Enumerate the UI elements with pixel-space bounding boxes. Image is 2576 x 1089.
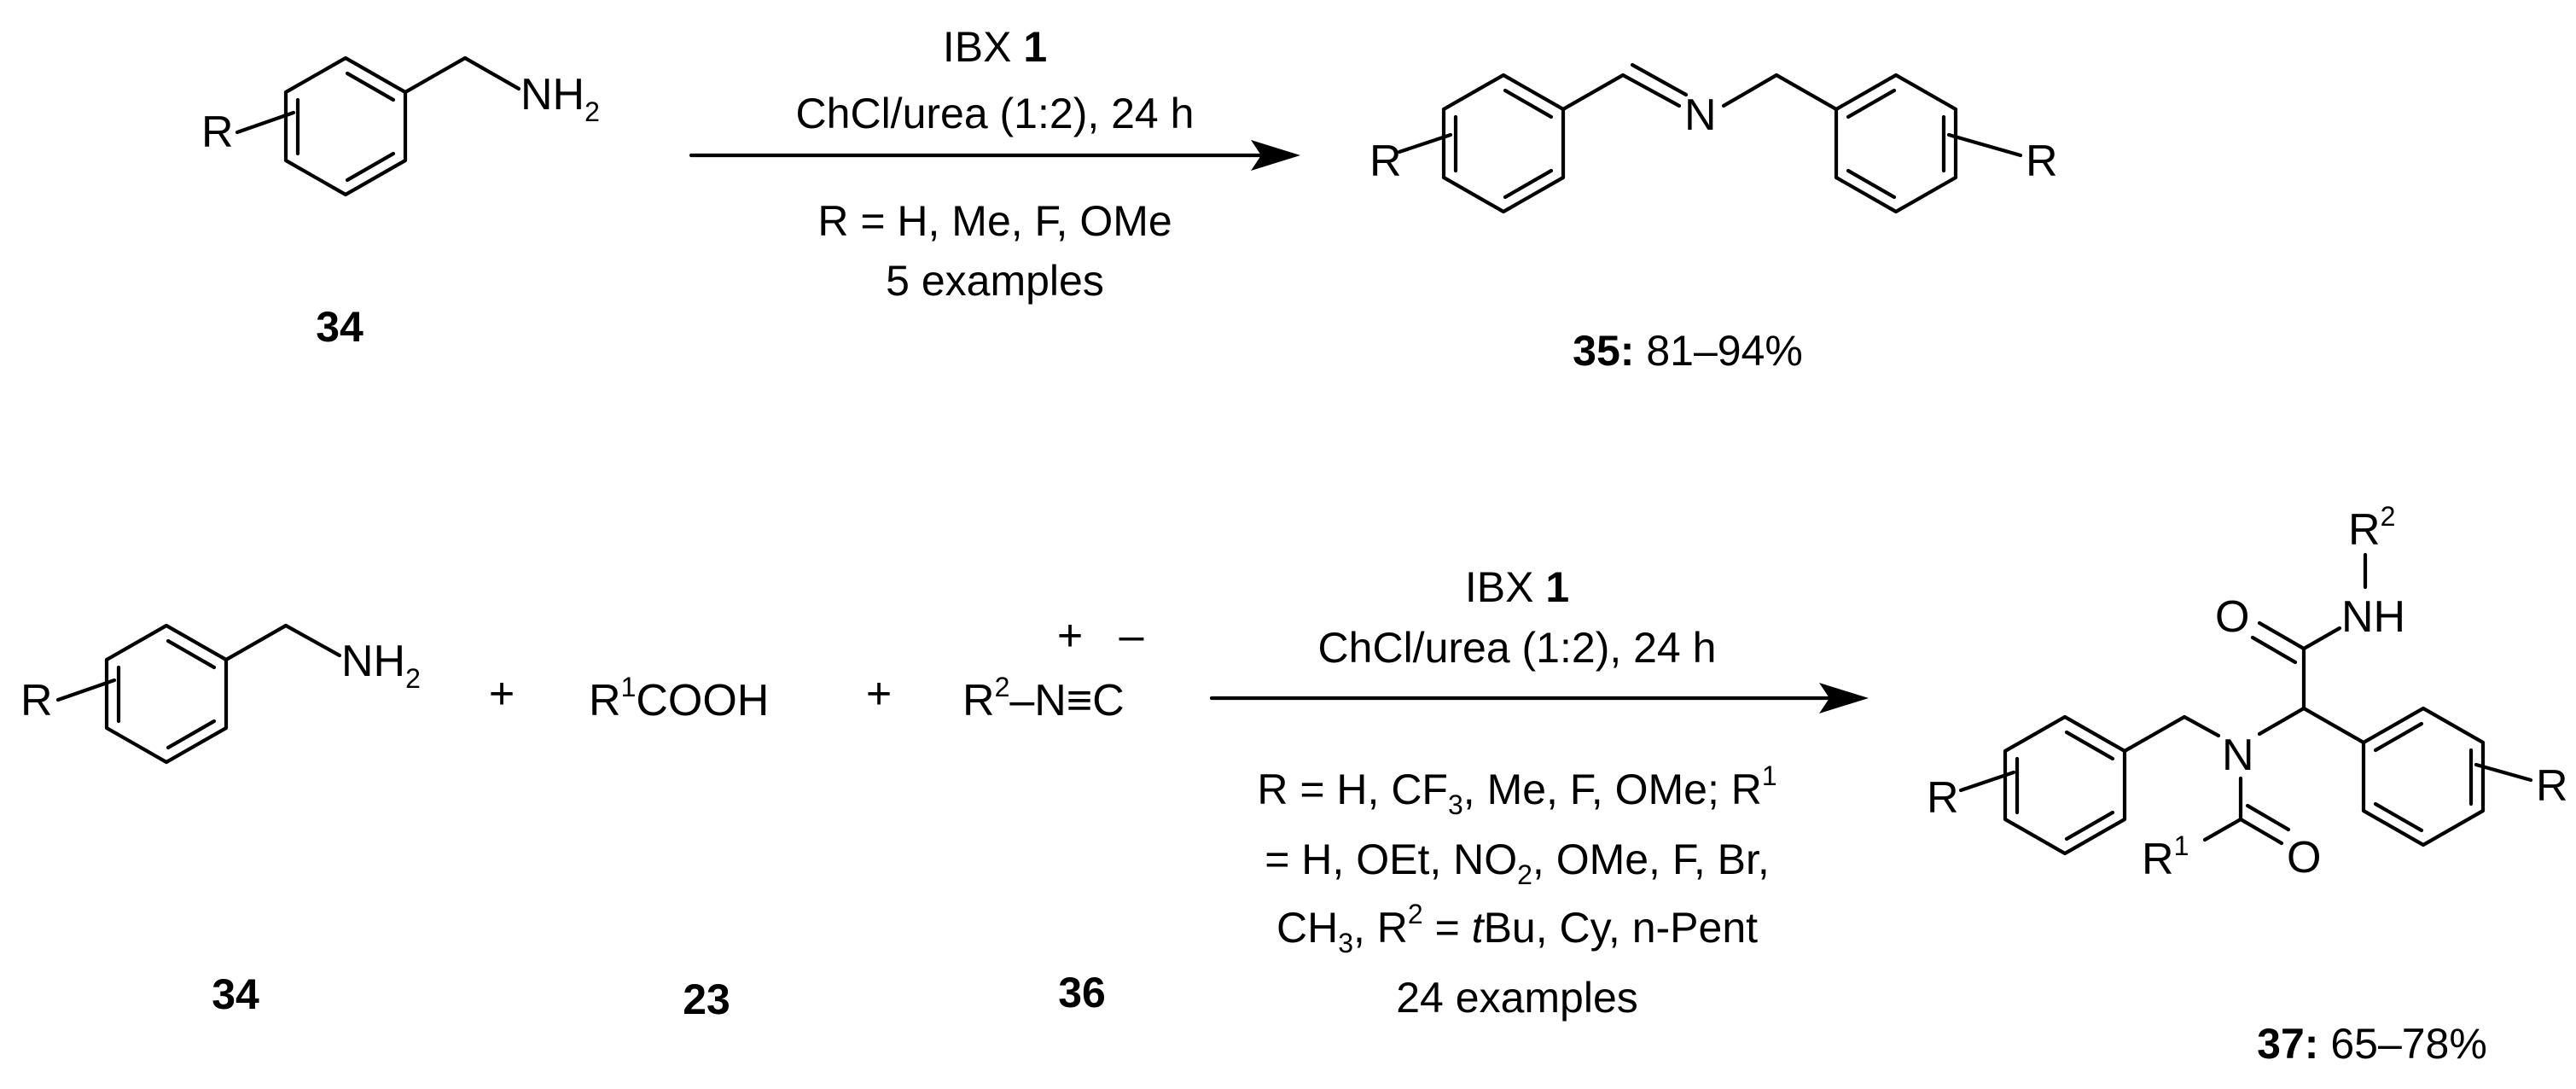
reactant-36-r-label: R <box>962 676 995 725</box>
reaction-2-solvent: ChCl/urea (1:2), 24 h <box>1318 624 1717 672</box>
reaction-2-reagent-number: 1 <box>1545 563 1569 611</box>
product-37-oxygen-top: O <box>2215 592 2249 642</box>
svg-text:R2: R2 <box>2348 501 2395 555</box>
reaction-1-reagent: IBX <box>943 23 1012 71</box>
reactant-34b-structure: R NH2 <box>20 623 421 765</box>
reaction-2-examples: 24 examples <box>1396 974 1638 1022</box>
reaction-2: R NH2 34 + R1COOH 23 + R2–N≡C + – 36 IBX… <box>20 501 2568 1068</box>
reaction-2-scope-line-1: R = H, CF3, Me, F, OMe; R1 <box>1257 760 1776 820</box>
product-37-r2-superscript: 2 <box>2381 501 2396 532</box>
product-37-left-r-label: R <box>1927 773 1959 823</box>
plus-sign-1: + <box>489 669 515 719</box>
reaction-1-arrow-head <box>1251 140 1300 171</box>
reactant-34b-nh-subscript: 2 <box>405 663 421 694</box>
svg-text:NH2: NH2 <box>520 70 600 127</box>
reaction-2-arrow-head <box>1819 683 1869 713</box>
svg-text:NH2: NH2 <box>341 637 421 694</box>
product-35-left-r-label: R <box>1369 137 1402 186</box>
reactant-36-structure: R2–N≡C + – <box>962 611 1144 725</box>
reaction-1-scope: R = H, Me, F, OMe <box>817 197 1172 245</box>
compound-number-37: 37: <box>2257 1020 2318 1068</box>
product-35-structure: R N R <box>1369 62 2058 214</box>
plus-sign-2: + <box>866 669 892 719</box>
product-37-right-r-label: R <box>2536 761 2568 811</box>
compound-number-34b: 34 <box>212 970 259 1018</box>
compound-number-23: 23 <box>683 975 730 1023</box>
reactant-23-formula: R1COOH <box>589 672 769 725</box>
reaction-2-scope-line-2: = H, OEt, NO2, OMe, F, Br, <box>1265 836 1770 890</box>
reaction-1-examples: 5 examples <box>886 257 1104 305</box>
product-37-nh-label: NH <box>2341 592 2405 642</box>
reaction-1-conditions: IBX 1 ChCl/urea (1:2), 24 h R = H, Me, F… <box>689 23 1300 305</box>
product-37-oxygen-bottom: O <box>2287 833 2321 882</box>
reaction-2-scope-line-3: CH3, R2 = tBu, Cy, n-Pent <box>1276 899 1758 958</box>
reactant-36-isocyanide: –N≡C <box>1009 676 1124 725</box>
product-37-r2-label: R <box>2348 505 2381 555</box>
reactant-34-structure: R NH2 <box>201 55 600 197</box>
reactant-34b-r-label: R <box>20 676 53 725</box>
product-37-r1-superscript: 1 <box>2174 830 2189 861</box>
svg-text:R1: R1 <box>2142 830 2189 884</box>
product-37-n-label: N <box>2222 731 2254 780</box>
product-35-n-label: N <box>1684 90 1717 140</box>
compound-number-34: 34 <box>316 303 363 351</box>
reactant-36-minus-charge: – <box>1119 611 1144 661</box>
product-37-structure: R N O NH R2 O R1 <box>1927 501 2568 884</box>
reactant-36-plus-charge: + <box>1057 611 1083 661</box>
product-35-yield: 81–94% <box>1646 327 1803 375</box>
reaction-2-reagent: IBX <box>1465 563 1534 611</box>
svg-text:37: 65–78%: 37: 65–78% <box>2257 1020 2487 1068</box>
svg-text:R2–N≡C: R2–N≡C <box>962 672 1125 725</box>
reaction-1-reagent-number: 1 <box>1023 23 1047 71</box>
reactant-36-r-superscript: 2 <box>995 672 1010 702</box>
svg-text:35: 81–94%: 35: 81–94% <box>1573 327 1803 375</box>
reaction-2-conditions: IBX 1 ChCl/urea (1:2), 24 h R = H, CF3, … <box>1209 563 1869 1022</box>
svg-text:IBX 1: IBX 1 <box>1465 563 1569 611</box>
reactant-34b-nh-label: NH <box>341 637 405 686</box>
compound-number-35: 35: <box>1573 327 1634 375</box>
reactant-34-nh-label: NH <box>520 70 584 119</box>
reaction-1-solvent: ChCl/urea (1:2), 24 h <box>796 90 1195 137</box>
reactant-34-r-label: R <box>201 108 234 157</box>
reactant-34-nh-subscript: 2 <box>584 96 600 127</box>
compound-number-36: 36 <box>1058 969 1106 1016</box>
svg-text:IBX 1: IBX 1 <box>943 23 1047 71</box>
product-35-right-r-label: R <box>2026 137 2058 186</box>
reaction-1: R NH2 34 IBX 1 ChCl/urea (1:2), 24 h R =… <box>201 23 2058 375</box>
product-37-r1-label: R <box>2142 835 2174 884</box>
product-37-yield: 65–78% <box>2330 1020 2487 1068</box>
